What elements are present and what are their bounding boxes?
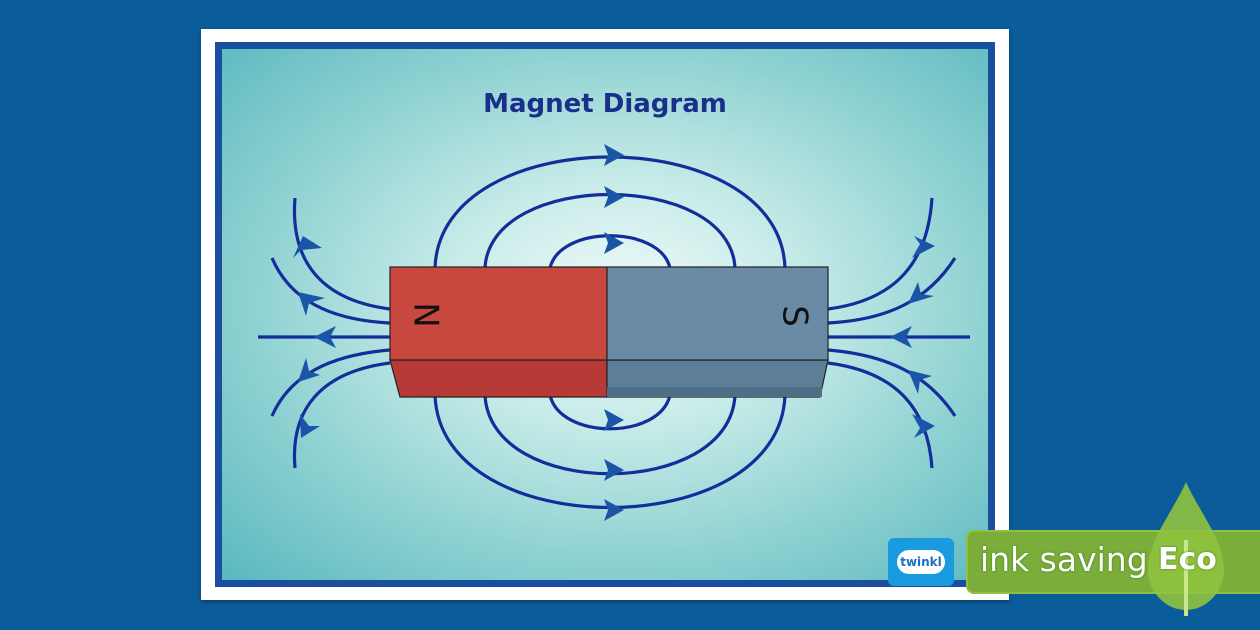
leaf-drop-icon <box>1148 482 1224 616</box>
south-shadow <box>607 387 822 397</box>
north-pole <box>389 266 608 361</box>
arrow-icon <box>604 409 624 431</box>
field-line-left-5 <box>292 361 391 469</box>
field-line-right-1 <box>827 197 934 311</box>
field-line-right-5 <box>827 361 934 469</box>
eco-label: Eco <box>1158 542 1217 577</box>
arrow-icon <box>908 370 932 394</box>
field-line-bottom-middle <box>483 394 737 476</box>
north-pole-bottom <box>389 359 608 398</box>
page-title: Magnet Diagram <box>483 89 727 119</box>
field-line-left-4 <box>270 348 391 417</box>
arrow-icon <box>604 144 624 166</box>
arrow-icon <box>912 236 935 258</box>
field-line-top-middle <box>483 193 737 269</box>
arrow-icon <box>604 459 624 481</box>
arrow-icon <box>890 326 912 348</box>
arrow-icon <box>604 499 624 521</box>
arrow-icon <box>314 326 336 348</box>
field-line-right-2 <box>827 257 957 325</box>
field-line-bottom-inner <box>548 394 672 431</box>
field-line-left-1 <box>292 197 391 311</box>
poster-background: Magnet Diagram <box>222 49 988 580</box>
ink-saving-label: ink saving <box>980 540 1148 579</box>
field-line-left-2 <box>270 257 391 325</box>
arrow-icon <box>298 292 325 316</box>
twinkl-logo-icon: twinkl <box>897 550 945 574</box>
field-line-right-4 <box>827 348 957 417</box>
arrow-icon <box>298 358 320 382</box>
field-arrows <box>293 144 935 521</box>
arrow-icon <box>908 282 934 304</box>
arrow-icon <box>912 414 935 438</box>
north-label: N <box>406 302 446 327</box>
arrow-icon <box>604 232 624 254</box>
bar-magnet: N S <box>389 266 829 398</box>
arrow-icon <box>604 186 624 208</box>
arrow-icon <box>300 414 320 438</box>
twinkl-badge: twinkl <box>888 538 954 586</box>
south-pole <box>606 266 829 361</box>
arrow-icon <box>293 236 322 258</box>
south-label: S <box>775 305 815 327</box>
